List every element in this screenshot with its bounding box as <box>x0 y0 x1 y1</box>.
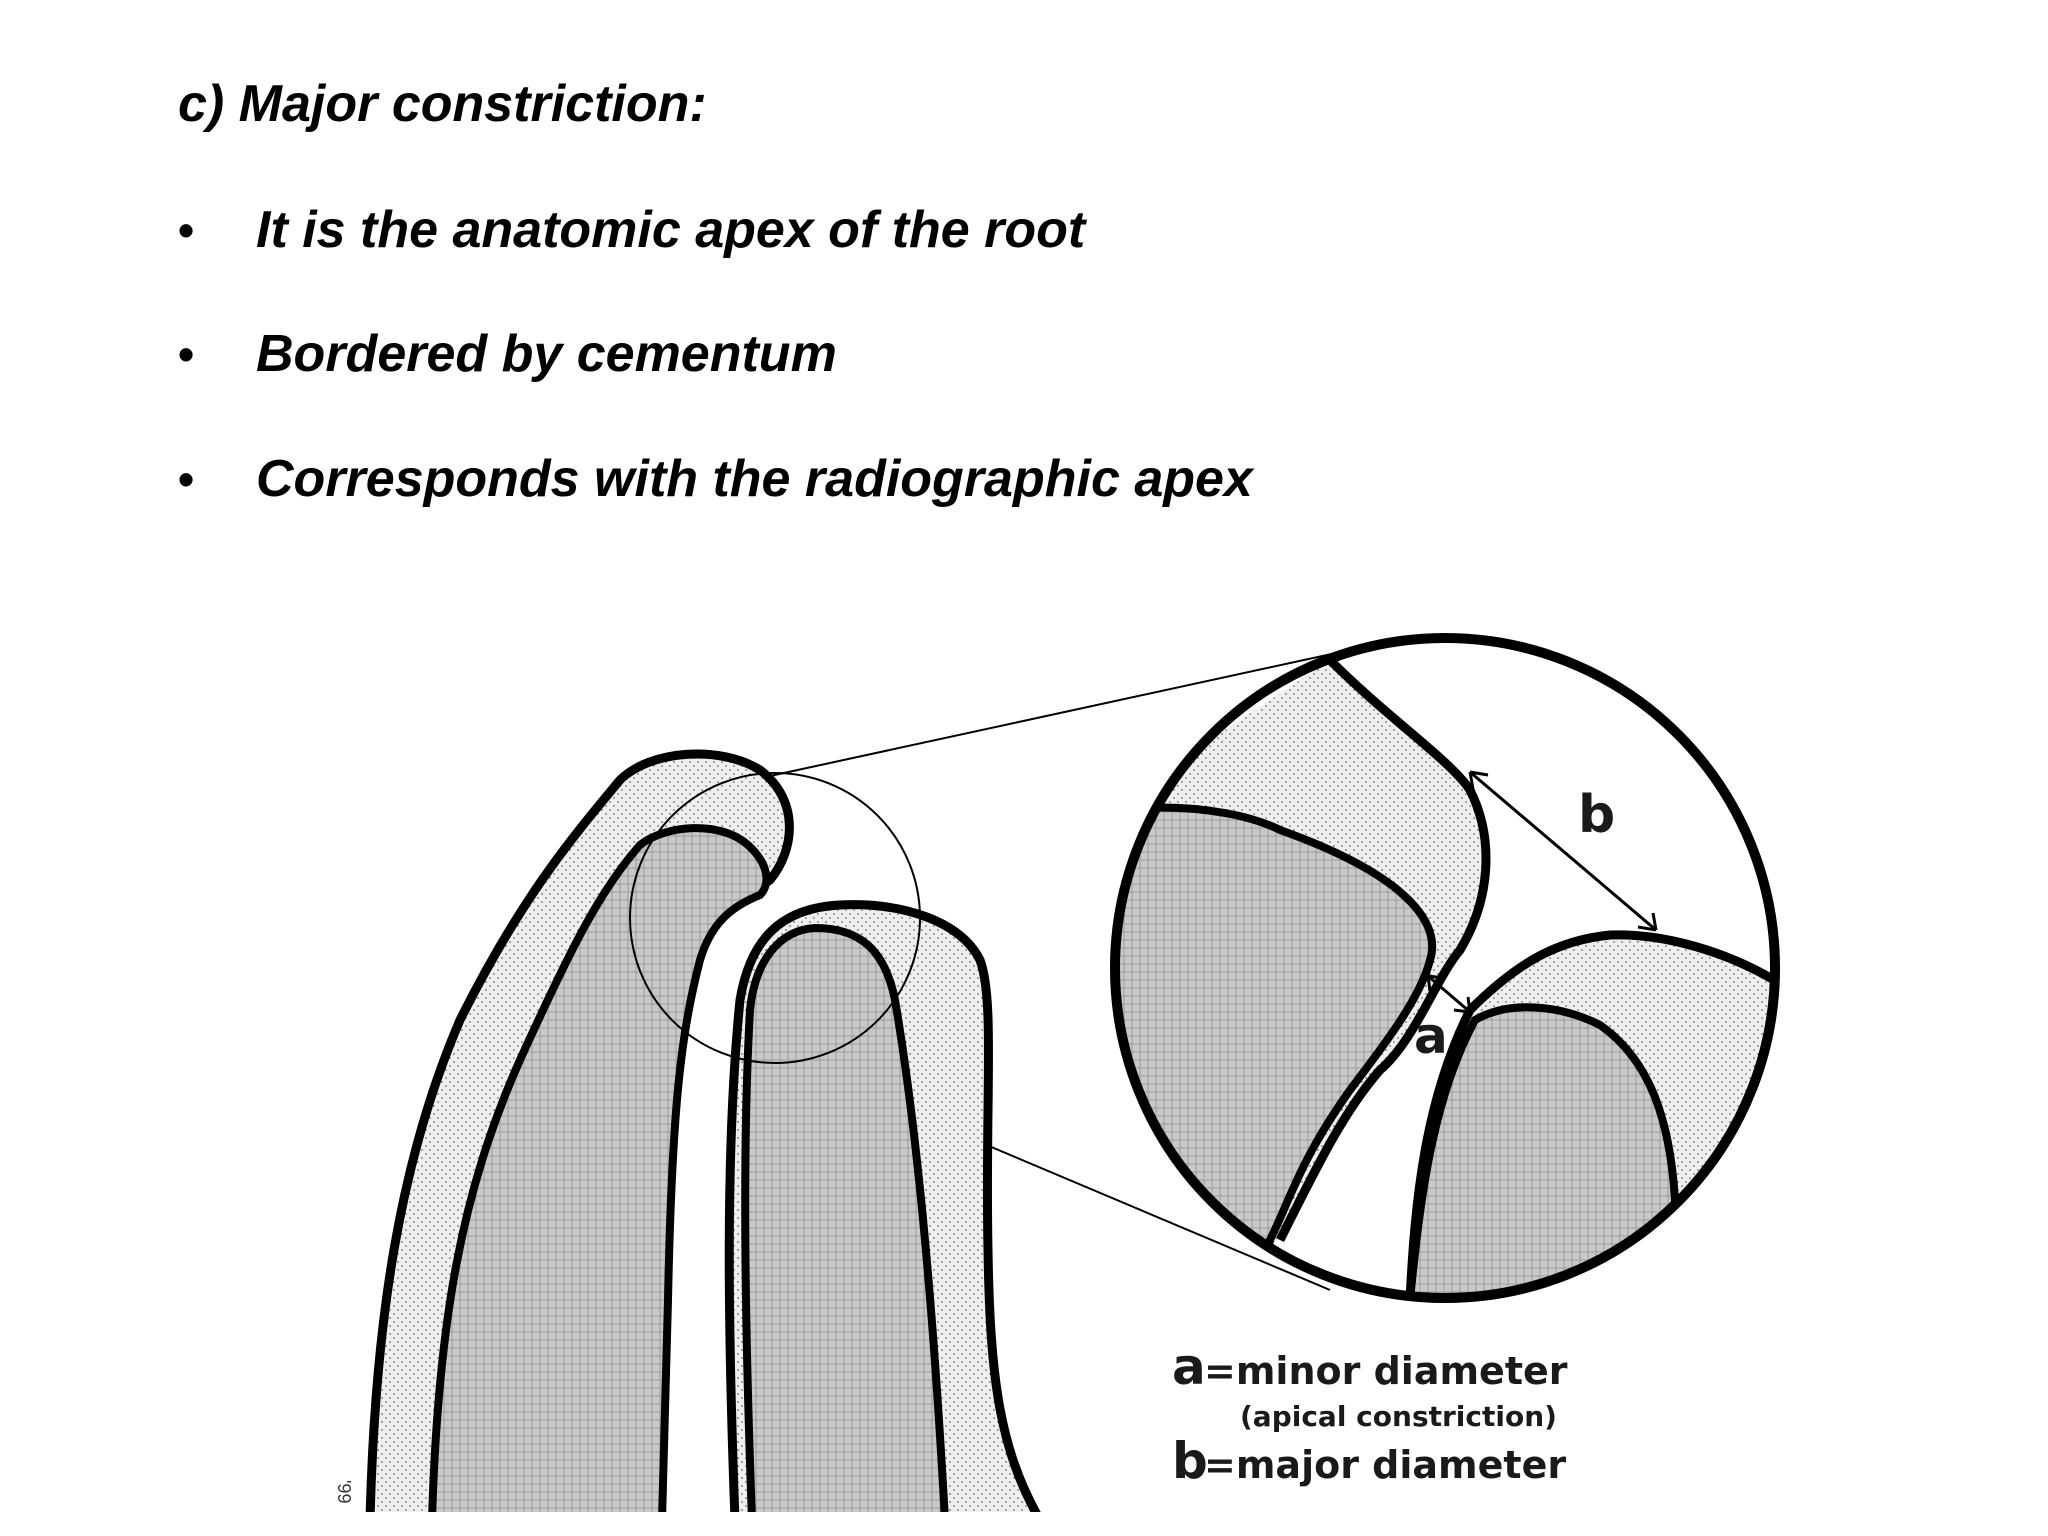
zoom-connector-top <box>769 649 1351 777</box>
magnified-right-dentin <box>1405 1003 1685 1298</box>
magnified-circle-outline <box>1110 633 1780 1303</box>
minor-diameter-arrow <box>1426 974 1472 1014</box>
right-root-dentin <box>741 923 949 1512</box>
bullet-dot: • <box>178 204 195 256</box>
diagram-legend: a =minor diameter (apical constriction) … <box>1172 1338 1568 1490</box>
artist-signature: '99 <box>334 1480 354 1503</box>
major-diameter-label: b <box>1578 785 1615 845</box>
right-root <box>724 900 1041 1512</box>
slide-heading: c) Major constriction: <box>178 75 707 133</box>
legend-a-symbol: a <box>1172 1338 1206 1396</box>
magnified-left-outline <box>1275 656 1491 1243</box>
bullet-text: Bordered by cementum <box>256 325 837 383</box>
magnified-view: a b <box>1110 633 1780 1303</box>
minor-diameter-label: a <box>1414 1007 1448 1065</box>
bullet-dot: • <box>178 453 195 505</box>
legend-b-text: =major diameter <box>1204 1443 1566 1487</box>
bullet-dot: • <box>178 328 195 380</box>
bullet-text: It is the anatomic apex of the root <box>256 201 1086 259</box>
legend-a-text: =minor diameter <box>1204 1349 1568 1393</box>
major-diameter-arrow <box>1468 770 1658 932</box>
left-root-dentin <box>428 824 771 1512</box>
legend-a-note: (apical constriction) <box>1240 1400 1557 1433</box>
bullet-text: Corresponds with the radiographic apex <box>256 450 1253 508</box>
zoom-source-circle <box>629 772 921 1064</box>
legend-b-symbol: b <box>1172 1432 1208 1490</box>
left-root <box>365 749 794 1512</box>
